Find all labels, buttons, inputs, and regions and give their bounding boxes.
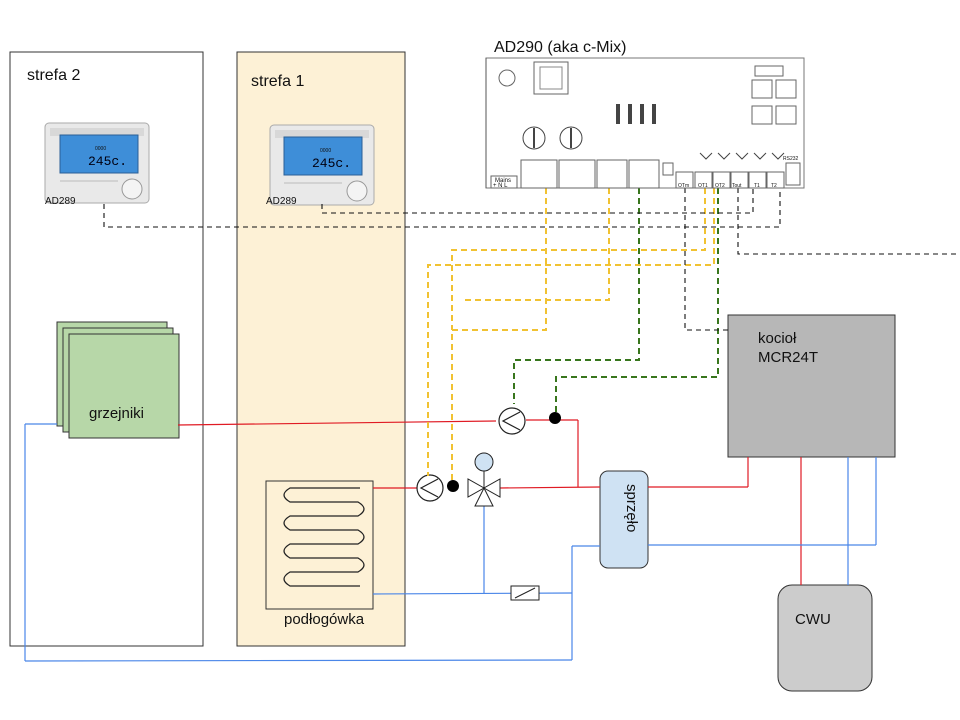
boiler-label-line1: kocioł [758, 330, 797, 347]
hydraulic-coupler [599, 470, 649, 569]
svg-text:0000: 0000 [95, 146, 106, 152]
controller-output-otm: OTm [678, 183, 689, 189]
svg-text:245c.: 245c. [312, 156, 351, 171]
zone-1-title: strefa 1 [251, 73, 304, 90]
pump-radiators-junction [549, 412, 561, 424]
svg-text:0000: 0000 [320, 148, 331, 154]
svg-text:245c.: 245c. [88, 154, 127, 169]
controller-output-tout: Tout [732, 183, 742, 189]
controller-rs-label: RS232 [783, 156, 799, 162]
underfloor-coil [283, 487, 365, 587]
boiler-label-line2: MCR24T [758, 349, 818, 366]
radiators [56, 321, 180, 439]
coupler-label: sprzęło [623, 484, 640, 532]
controller-mains-label: Mains [495, 178, 511, 184]
underfloor-label: podłogówka [284, 611, 365, 628]
check-valve [510, 585, 540, 601]
controller-output-t1: T1 [754, 183, 760, 189]
dhw-tank [777, 584, 873, 692]
zone-2-title: strefa 2 [27, 67, 80, 84]
controller-output-ot2: OT2 [715, 183, 725, 189]
pump-radiators-icon [498, 407, 526, 435]
thermostat-left-label: AD289 [45, 196, 76, 207]
controller-output-t2: T2 [771, 183, 777, 189]
return-pipes [24, 423, 877, 662]
mixing-valve-icon [467, 452, 501, 507]
supply-pipes [177, 419, 802, 585]
pump-underfloor-icon [416, 474, 444, 502]
thermostat-right: 0000 245c. [269, 124, 375, 206]
controller-mains-pins: + N L [493, 183, 508, 189]
sensor-lines [427, 188, 715, 480]
controller-output-ot1: OT1 [698, 183, 708, 189]
controller-title: AD290 (aka c-Mix) [494, 39, 626, 56]
boiler [727, 314, 896, 458]
bus-lines [103, 188, 960, 331]
radiators-label: grzejniki [89, 405, 144, 422]
pump-control-lines [513, 188, 719, 412]
thermostat-right-label: AD289 [266, 196, 297, 207]
thermostat-left: 0000 245c. [44, 122, 150, 204]
controller-board [485, 57, 805, 189]
dhw-label: CWU [795, 611, 831, 628]
underfloor-coil-box [265, 480, 374, 610]
pump-underfloor-junction [447, 480, 459, 492]
